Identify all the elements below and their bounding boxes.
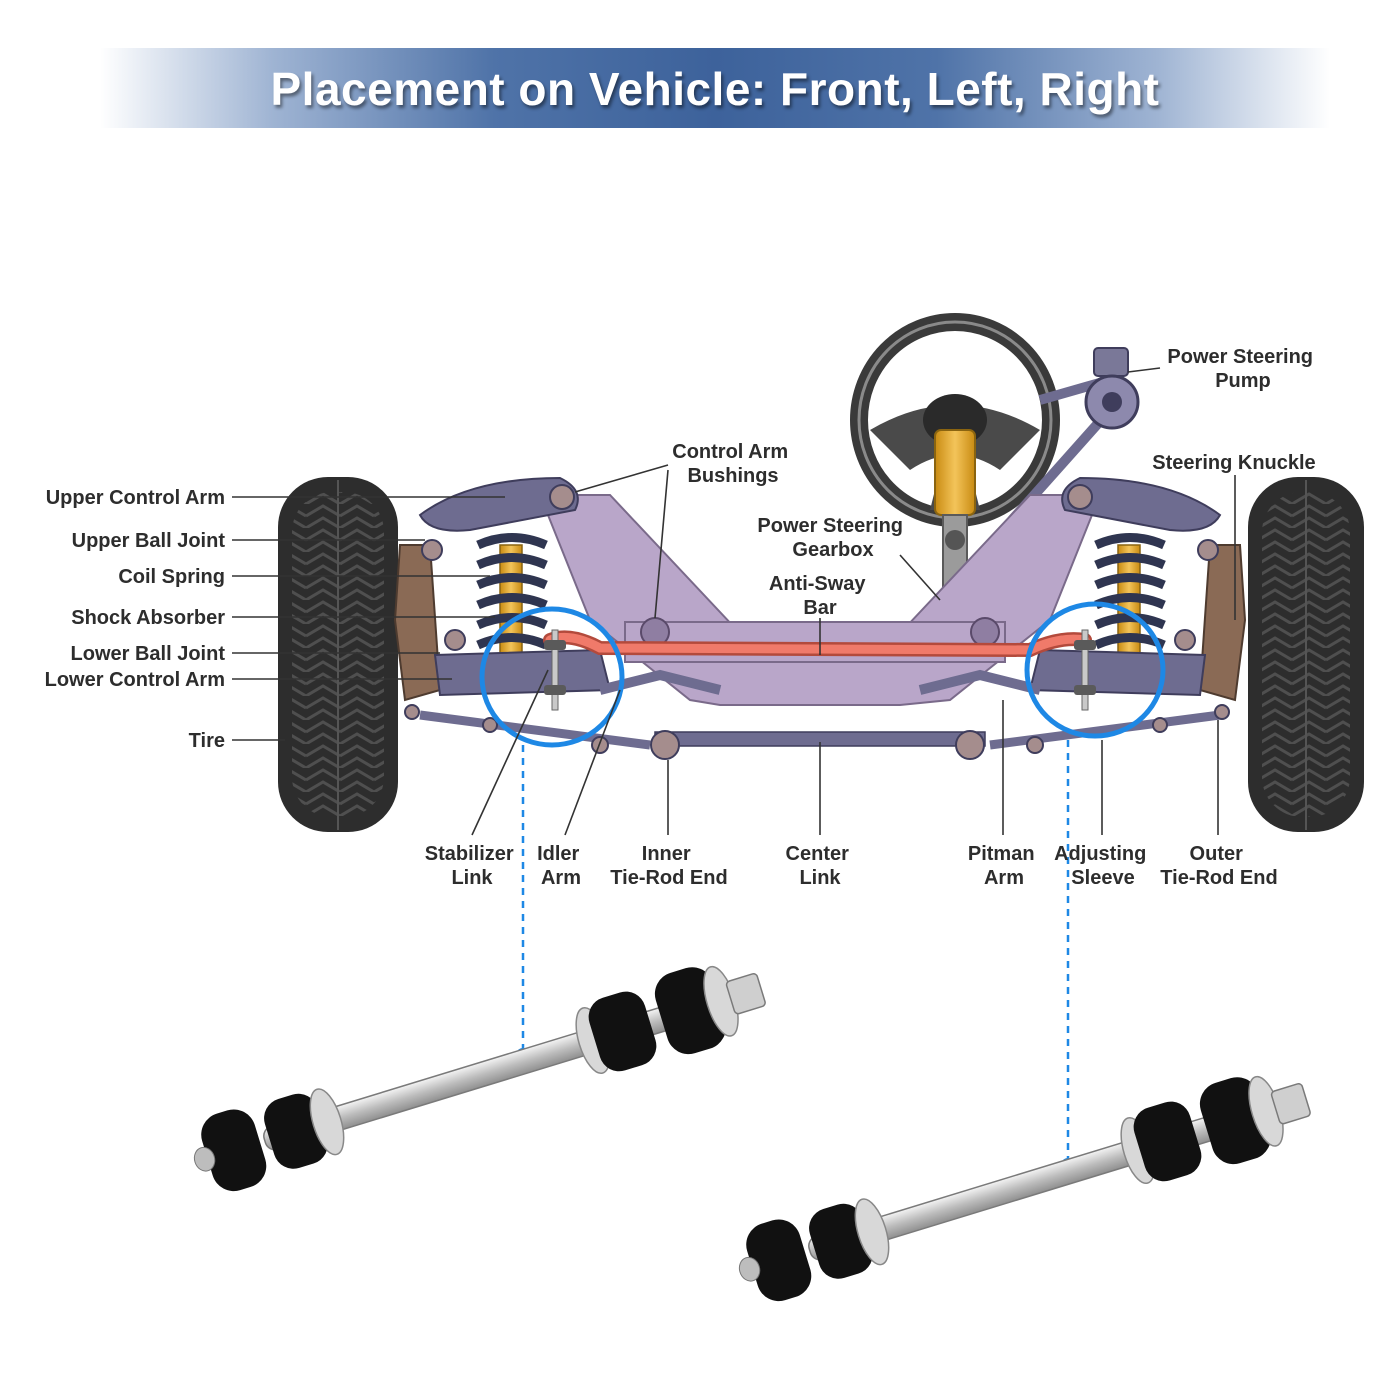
- steering-column: [934, 429, 976, 596]
- steering-linkage: [404, 669, 1230, 760]
- label-idler-arm: Idler Arm: [537, 843, 585, 889]
- left-steering-knuckle: [393, 539, 443, 702]
- label-upper-ball-joint: Upper Ball Joint: [72, 530, 226, 552]
- title-banner: Placement on Vehicle: Front, Left, Right: [100, 48, 1330, 128]
- label-shock-absorber: Shock Absorber: [71, 607, 225, 629]
- label-lower-control-arm: Lower Control Arm: [45, 669, 225, 691]
- label-adjusting-sleeve: Adjusting Sleeve: [1054, 843, 1152, 889]
- label-pitman-arm: Pitman Arm: [968, 843, 1040, 889]
- right-upper-control-arm: [1061, 476, 1222, 532]
- left-stabilizer-link-diagram: [544, 629, 566, 711]
- component-labels: Upper Control Arm Upper Ball Joint Coil …: [45, 346, 1318, 889]
- right-coil-spring: [1094, 533, 1166, 656]
- label-outer-tie-rod-end: Outer Tie-Rod End: [1160, 843, 1277, 889]
- label-power-steering-pump: Power Steering Pump: [1167, 346, 1318, 392]
- stabilizer-link-product-left: [193, 965, 766, 1192]
- label-lower-ball-joint: Lower Ball Joint: [71, 643, 226, 665]
- label-center-link: Center Link: [786, 843, 855, 889]
- label-anti-sway-bar: Anti-Sway Bar: [769, 573, 871, 619]
- label-steering-knuckle: Steering Knuckle: [1152, 452, 1315, 474]
- label-upper-control-arm: Upper Control Arm: [46, 487, 225, 509]
- right-highlight-circle: [1024, 601, 1166, 739]
- left-highlight-circle: [479, 606, 625, 748]
- power-steering-pump: [1008, 347, 1140, 524]
- label-tire: Tire: [189, 730, 225, 752]
- label-stabilizer-link: Stabilizer Link: [425, 843, 519, 889]
- label-power-steering-gearbox: Power Steering Gearbox: [757, 515, 908, 561]
- left-upper-control-arm: [418, 476, 579, 532]
- anti-sway-bar: [543, 630, 1092, 658]
- leader-lines: [232, 367, 1236, 836]
- right-steering-knuckle: [1197, 539, 1247, 702]
- left-tire: [278, 477, 398, 832]
- label-inner-tie-rod-end: Inner Tie-Rod End: [610, 843, 727, 889]
- label-control-arm-bushings: Control Arm Bushings: [672, 441, 793, 487]
- left-coil-spring: [476, 533, 548, 656]
- stabilizer-link-product-right: [738, 1075, 1311, 1302]
- right-tire: [1248, 477, 1364, 832]
- label-coil-spring: Coil Spring: [118, 566, 225, 588]
- page-title: Placement on Vehicle: Front, Left, Right: [270, 63, 1160, 115]
- right-stabilizer-link-diagram: [1074, 629, 1096, 711]
